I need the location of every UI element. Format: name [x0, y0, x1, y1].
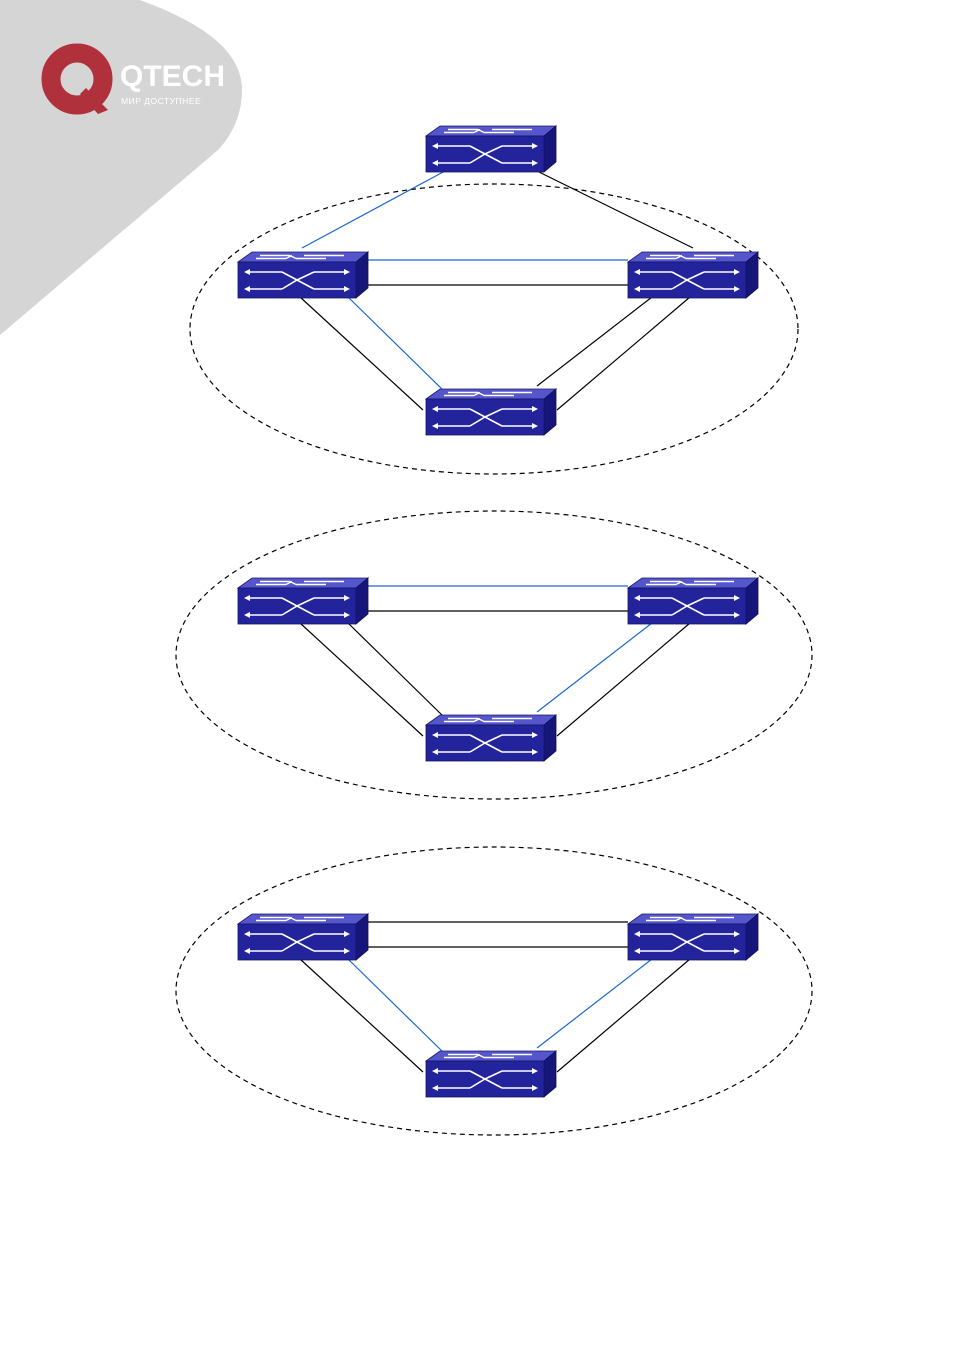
network-switch-icon: [426, 715, 556, 761]
link-left-bottom-b: [348, 959, 445, 1054]
link-left-bottom-a: [300, 297, 423, 410]
link-right-bottom-b: [557, 959, 690, 1072]
ring-group-3: [176, 847, 812, 1135]
link-right-bottom-a: [537, 297, 652, 386]
link-right-bottom-b: [557, 297, 690, 410]
network-switch-icon: [238, 578, 368, 624]
link-left-bottom-a: [300, 623, 423, 736]
ring-group-1: [190, 126, 798, 474]
link-right-bottom-a: [537, 959, 652, 1048]
network-switch-icon: [628, 578, 758, 624]
ring-group-2: [176, 511, 812, 799]
link-left-bottom-b: [348, 297, 445, 392]
network-switch-icon: [426, 389, 556, 435]
network-switch-icon: [238, 914, 368, 960]
link-left-bottom-a: [300, 959, 423, 1072]
link-root-left: [302, 171, 445, 248]
network-switch-icon: [628, 252, 758, 298]
network-switch-icon: [628, 914, 758, 960]
network-switch-icon: [426, 1051, 556, 1097]
network-switch-icon: [238, 252, 368, 298]
link-right-bottom-b: [557, 623, 690, 736]
link-root-right: [537, 171, 693, 248]
link-right-bottom-a: [537, 623, 652, 712]
link-left-bottom-b: [348, 623, 445, 718]
network-switch-icon: [426, 126, 556, 172]
